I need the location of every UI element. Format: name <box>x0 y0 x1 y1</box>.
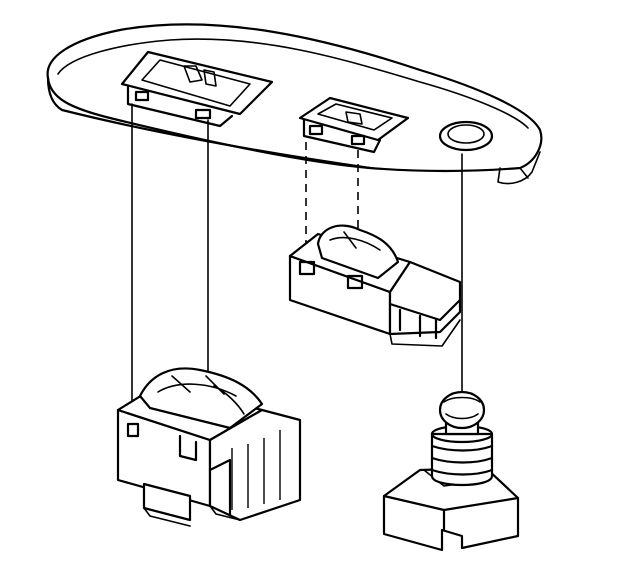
large-switch-module <box>116 367 302 527</box>
small-switch-module <box>288 224 462 347</box>
lamp-socket-bulb <box>382 390 520 552</box>
switch-bezel <box>46 23 543 185</box>
